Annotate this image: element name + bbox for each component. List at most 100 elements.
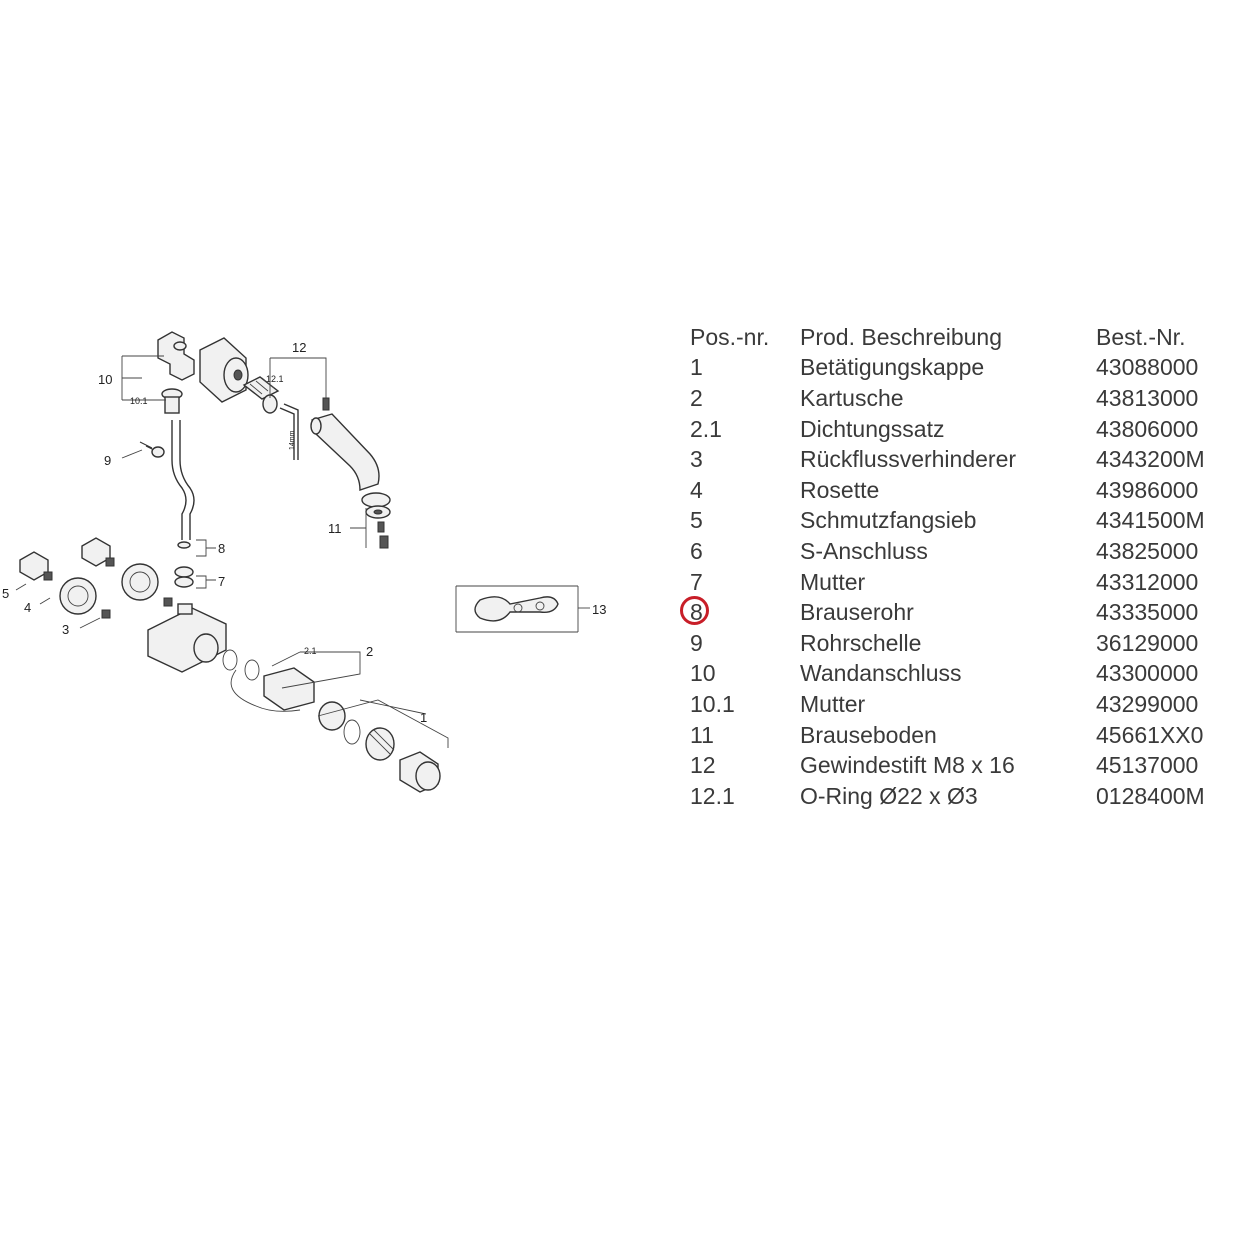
cell-description: Rohrschelle xyxy=(800,629,922,656)
cell-order-number: 4341500M xyxy=(1096,507,1205,534)
callout-12: 12 xyxy=(292,340,306,355)
callout-labels: 1 2 2.1 3 4 5 6 7 8 9 10 10.1 11 12 12.1… xyxy=(2,340,606,725)
cell-pos: 8 xyxy=(680,596,800,628)
pos-number: 6 xyxy=(690,537,703,564)
callout-1: 1 xyxy=(420,710,427,725)
pos-number: 2 xyxy=(690,384,703,411)
table-row: 6 S-Anschluss 43825000 xyxy=(690,536,1250,567)
pos-number: 5 xyxy=(690,507,703,534)
cell-order-number: 43300000 xyxy=(1096,660,1199,687)
cell-pos: 12.1 xyxy=(690,781,800,812)
cell-order-number: 43825000 xyxy=(1096,537,1199,564)
parts-body: 1 Betätigungskappe 43088000 2 Kartusche 43813… xyxy=(680,353,1250,812)
pos-number: 10.1 xyxy=(690,690,735,717)
cell-order-number: 43312000 xyxy=(1096,568,1199,595)
cell-description: S-Anschluss xyxy=(800,537,928,564)
cell-pos: 10 xyxy=(690,659,800,690)
part-tool-key xyxy=(455,585,579,633)
cell-description: Dichtungssatz xyxy=(800,415,945,442)
cell-pos: 2 xyxy=(690,383,800,414)
part-threaded-fitting xyxy=(242,376,280,414)
callout-2-1: 2.1 xyxy=(304,646,317,656)
pos-number: 11 xyxy=(690,721,714,748)
cell-description: Betätigungskappe xyxy=(800,354,985,381)
cell-pos: 4 xyxy=(690,475,800,506)
cell-order-number: 43813000 xyxy=(1096,384,1199,411)
cell-pos: 7 xyxy=(690,567,800,598)
cell-order-number: 45661XX0 xyxy=(1096,721,1204,748)
cell-description: Kartusche xyxy=(800,384,904,411)
callout-8: 8 xyxy=(218,541,225,556)
callout-3: 3 xyxy=(62,622,69,637)
cell-pos: 6 xyxy=(690,536,800,567)
cell-pos: 10.1 xyxy=(690,689,800,720)
header-pos: Pos.-nr. xyxy=(690,323,770,350)
callout-7: 7 xyxy=(218,574,225,589)
cell-pos: 1 xyxy=(690,353,800,384)
part-pipe-clamp xyxy=(139,441,165,458)
part-wall-connection xyxy=(157,331,195,414)
cell-pos: 5 xyxy=(690,506,800,537)
cell-order-number: 43335000 xyxy=(1096,599,1199,626)
cell-order-number: 36129000 xyxy=(1096,629,1199,656)
tool-size-label: 14mm xyxy=(289,430,296,450)
part-s-connectors xyxy=(19,537,115,581)
callout-5: 5 xyxy=(2,586,9,601)
exploded-view-diagram: 14mm xyxy=(2,331,606,793)
part-check-valves xyxy=(101,597,173,619)
cell-pos: 3 xyxy=(690,444,800,475)
header-order-number: Best.-Nr. xyxy=(1096,323,1186,350)
part-shower-base xyxy=(361,492,391,549)
cell-description: Rückflussverhinderer xyxy=(800,446,1017,473)
pos-number: 10 xyxy=(690,660,716,687)
pos-number: 3 xyxy=(690,446,703,473)
callout-11: 11 xyxy=(328,521,342,536)
table-row: 11 Brauseboden 45661XX0 xyxy=(690,720,1250,751)
part-connector-sleeve xyxy=(199,337,249,403)
table-row: 3 Rückflussverhinderer 4343200M xyxy=(690,444,1250,475)
callout-10: 10 xyxy=(98,372,112,387)
pos-number: 2.1 xyxy=(690,415,722,442)
cell-order-number: 43088000 xyxy=(1096,354,1199,381)
pos-number: 1 xyxy=(690,354,703,381)
cell-pos: 11 xyxy=(690,720,800,751)
cell-description: Wandanschluss xyxy=(800,660,962,687)
cell-order-number: 43986000 xyxy=(1096,476,1199,503)
part-nut xyxy=(174,566,194,588)
callout-10-1: 10.1 xyxy=(130,396,148,406)
cell-description: Brauseboden xyxy=(800,721,937,748)
cell-order-number: 4343200M xyxy=(1096,446,1205,473)
cell-description: Mutter xyxy=(800,690,866,717)
cell-description: Gewindestift M8 x 16 xyxy=(800,752,1015,779)
header-description: Prod. Beschreibung xyxy=(800,323,1003,350)
cell-order-number: 43299000 xyxy=(1096,690,1199,717)
cell-order-number: 0128400M xyxy=(1096,782,1205,809)
table-row: 2 Kartusche 43813000 xyxy=(690,383,1250,414)
table-row: 1 Betätigungskappe 43088000 xyxy=(690,353,1250,384)
table-header-row: Pos.-nr. Prod. Beschreibung Best.-Nr. xyxy=(690,322,1250,353)
table-row: 10.1 Mutter 43299000 xyxy=(690,689,1250,720)
callout-13: 13 xyxy=(592,602,606,617)
part-mixer-body xyxy=(147,603,227,673)
cell-description: Mutter xyxy=(800,568,866,595)
part-shower-pipe xyxy=(171,420,195,549)
part-actuation-cap xyxy=(318,701,441,793)
callout-2: 2 xyxy=(366,644,373,659)
table-row: 9 Rohrschelle 36129000 xyxy=(690,628,1250,659)
table-row: 10 Wandanschluss 43300000 xyxy=(690,659,1250,690)
cell-description: Rosette xyxy=(800,476,880,503)
cell-pos: 9 xyxy=(690,628,800,659)
highlight-circle xyxy=(680,596,709,626)
cell-description: Brauserohr xyxy=(800,599,914,626)
callout-12-1: 12.1 xyxy=(266,374,284,384)
part-spout xyxy=(310,397,380,491)
cell-pos: 12 xyxy=(690,750,800,781)
pos-number: 9 xyxy=(690,629,703,656)
